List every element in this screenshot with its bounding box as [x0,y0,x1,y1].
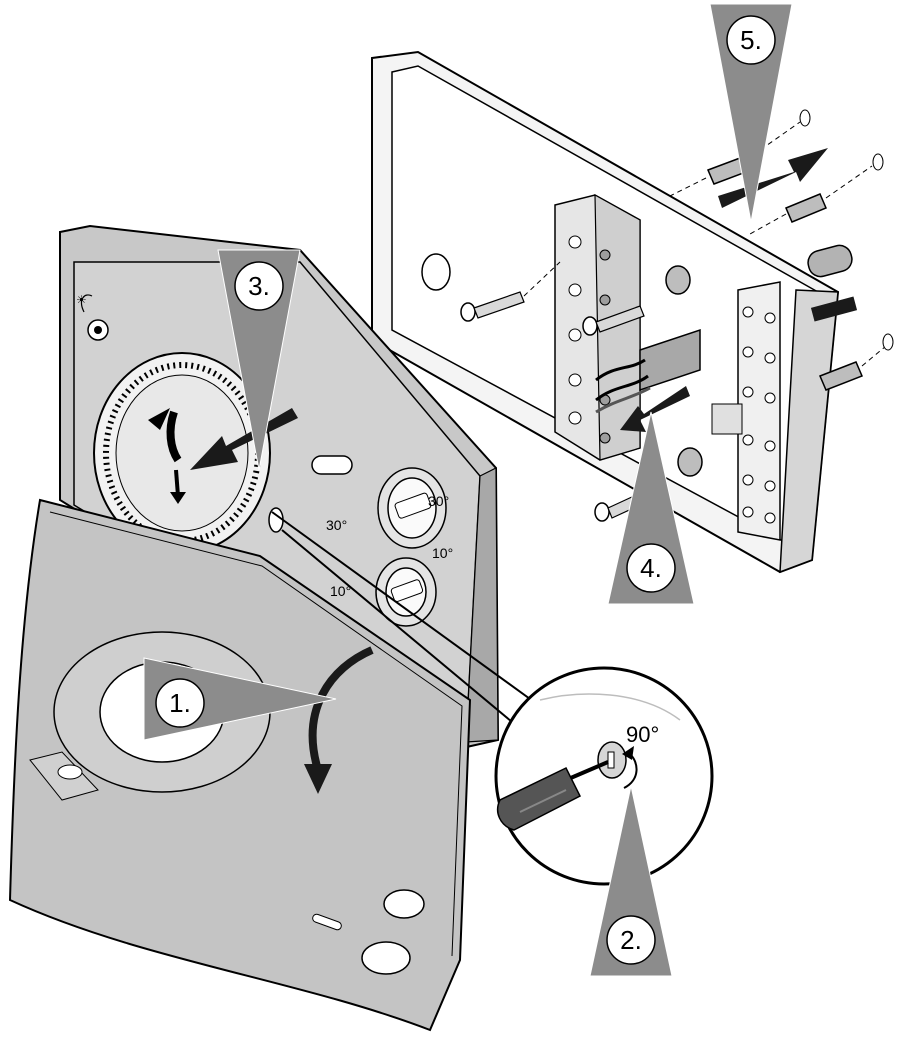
upper-dial-min: 10° [432,545,453,561]
detail-circle: 90° [496,668,712,884]
mounting-hole [422,254,450,290]
display-window [312,456,352,474]
rotation-label: 90° [626,722,659,747]
step-marker-5: 5. [710,4,792,222]
step-5-label: 5. [740,25,762,55]
wall-plug-mid [750,154,883,234]
upper-dial-max: 30° [428,493,449,509]
lower-dial-max: 30° [326,517,347,533]
step-3-label: 3. [248,271,270,301]
step-1-label: 1. [169,688,191,718]
adjustment-screw [269,508,283,532]
step-4-label: 4. [640,553,662,583]
step-2-label: 2. [620,925,642,955]
